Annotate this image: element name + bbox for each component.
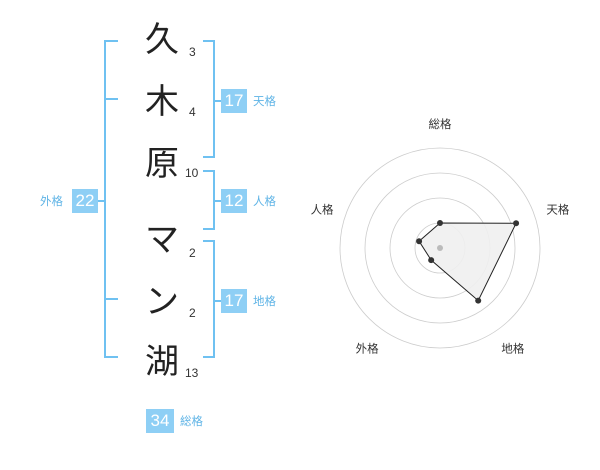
tenkaku-label: 天格 — [253, 94, 276, 108]
soukaku-label: 総格 — [180, 414, 203, 428]
name-char-3: 原 — [145, 144, 179, 184]
chikaku-label: 地格 — [253, 294, 276, 308]
gaikaku-score: 22 — [72, 189, 98, 213]
radar-area — [418, 222, 517, 302]
radar-point-4 — [428, 257, 435, 264]
radar-point-2 — [513, 220, 520, 227]
radar-axis-label-1: 総格 — [429, 117, 452, 131]
radar-axis-label-4: 外格 — [356, 341, 379, 355]
name-char-1: 久 — [145, 20, 179, 60]
radar-points — [416, 220, 520, 304]
stroke-count-1: 3 — [189, 45, 196, 59]
jinkaku-score: 12 — [221, 189, 247, 213]
tenkaku-score: 17 — [221, 89, 247, 113]
radar-point-1 — [437, 220, 443, 226]
radar-axis-label-3: 地格 — [501, 341, 524, 355]
stroke-count-5: 2 — [189, 306, 196, 320]
name-char-2: 木 — [145, 82, 179, 122]
jinkaku-label: 人格 — [253, 194, 276, 208]
soukaku-score: 34 — [146, 409, 174, 433]
name-char-6: 湖 — [145, 342, 179, 382]
gaikaku-label: 外格 — [40, 194, 63, 208]
radar-rings — [339, 147, 541, 349]
chikaku-score: 17 — [221, 289, 247, 313]
name-char-5: ン — [145, 282, 179, 322]
radar-point-3 — [475, 297, 482, 304]
name-char-4: マ — [145, 220, 179, 260]
radar-center — [437, 245, 443, 251]
stroke-count-2: 4 — [189, 105, 196, 119]
radar-axis-label-5: 人格 — [311, 203, 334, 217]
stroke-count-4: 2 — [189, 246, 196, 260]
radar-point-5 — [416, 238, 423, 245]
stroke-count-6: 13 — [185, 366, 199, 380]
stroke-count-3: 10 — [185, 166, 199, 180]
radar-ring-4 — [339, 147, 541, 349]
radar-ring-3 — [364, 172, 516, 324]
radar-axis-label-2: 天格 — [546, 203, 569, 217]
